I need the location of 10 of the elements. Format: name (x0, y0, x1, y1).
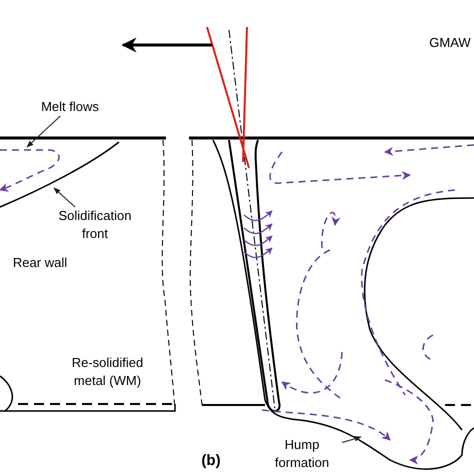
callout-label: Hump formation (262, 436, 342, 472)
leader-line (342, 436, 362, 443)
callout-label: Solidification front (50, 207, 140, 243)
text-label: Re-solidified metal (WM) (70, 354, 144, 390)
text-label: Rear wall (12, 254, 68, 272)
panel-label: (b) (200, 452, 222, 470)
text-label: GMAW (428, 34, 472, 52)
callout-label: Melt flows (34, 98, 106, 116)
leader-line (26, 116, 61, 148)
leader-line (53, 188, 76, 208)
